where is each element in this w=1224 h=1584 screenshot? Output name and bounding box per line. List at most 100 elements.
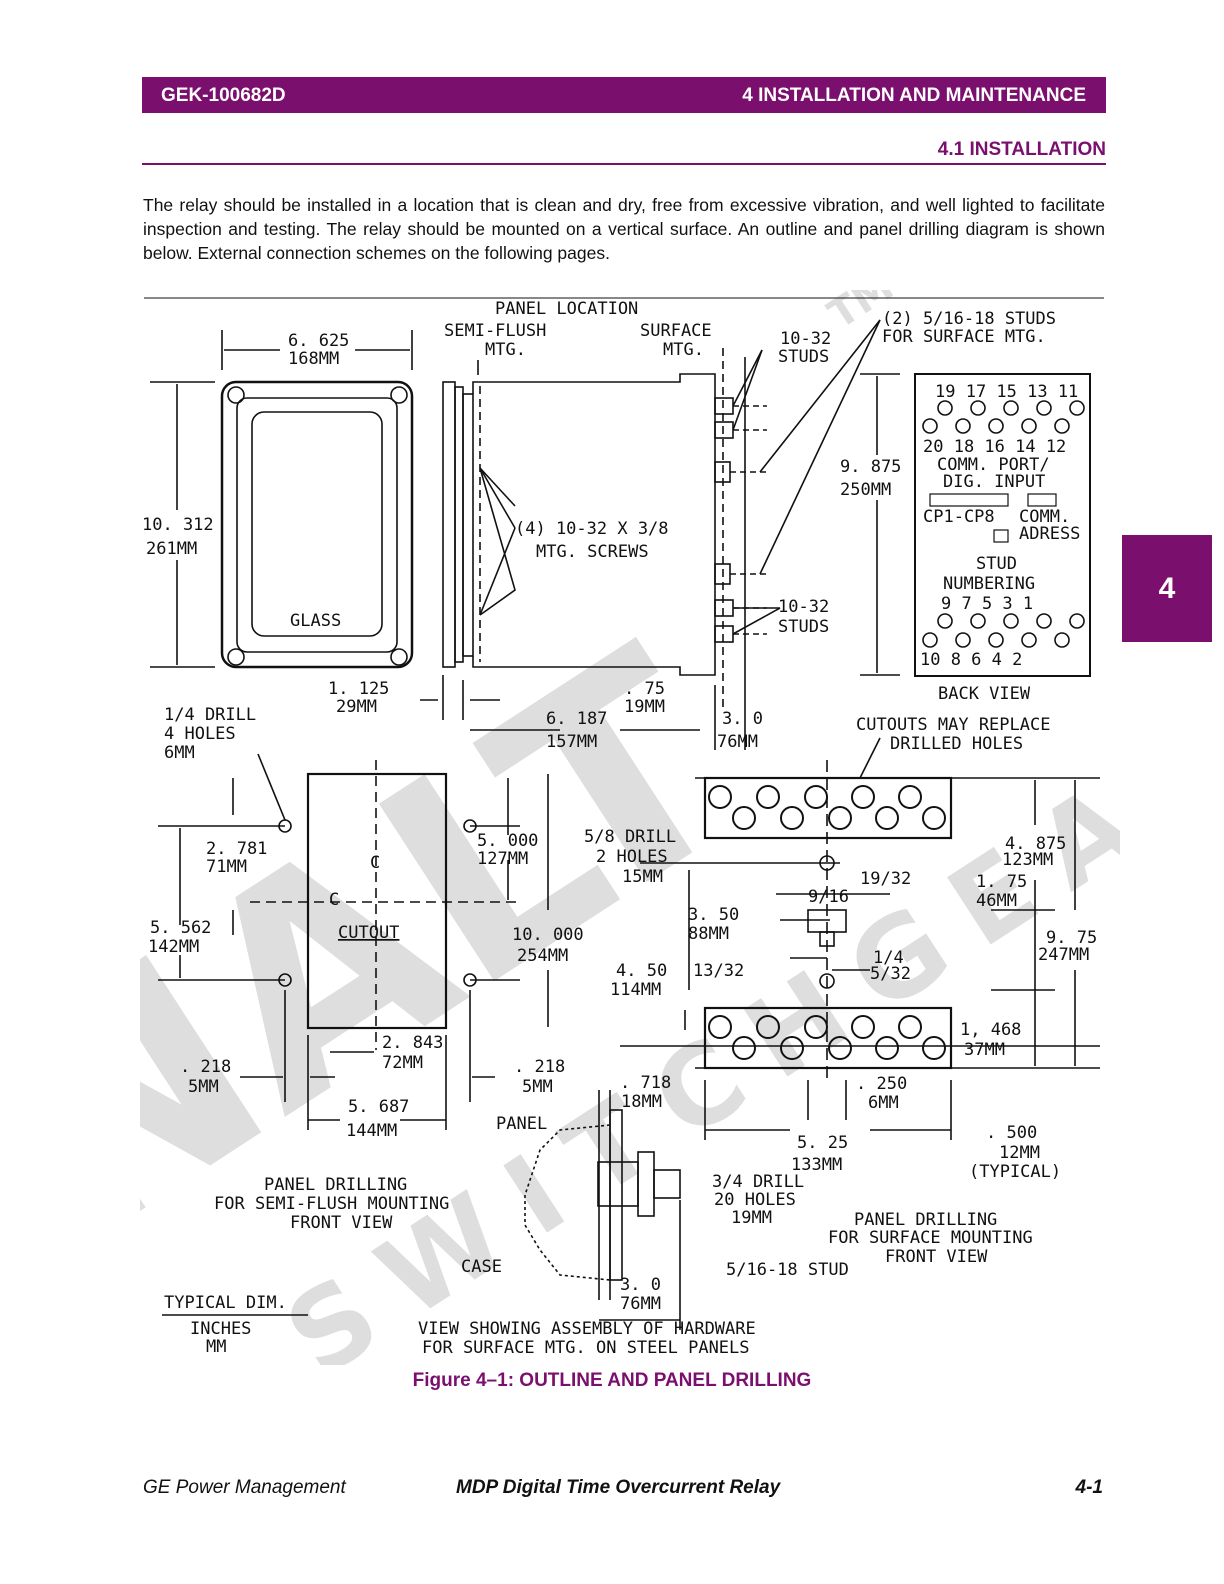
frac-1932: 19/32 bbox=[860, 869, 911, 889]
drill-34-label: 3/4 DRILL bbox=[712, 1172, 804, 1192]
drill-58-mm: 15MM bbox=[622, 867, 663, 887]
dim-075-mm: 19MM bbox=[624, 697, 665, 717]
dim-350-mm: 88MM bbox=[688, 924, 729, 944]
body-paragraph: The relay should be installed in a locat… bbox=[143, 195, 1105, 263]
stud-label: STUD bbox=[976, 554, 1017, 574]
studs-top-label: STUDS bbox=[778, 347, 829, 367]
dim-350: 3. 50 bbox=[688, 905, 739, 925]
dim-5562-mm: 142MM bbox=[148, 937, 199, 957]
frac-14: 1/4 bbox=[873, 948, 904, 968]
front-width: 6. 625 bbox=[288, 331, 349, 351]
studs-top-size: 10-32 bbox=[780, 329, 831, 349]
glass-label: GLASS bbox=[290, 611, 341, 631]
drill-holes bbox=[708, 785, 946, 1060]
frac-1332: 13/32 bbox=[693, 961, 744, 981]
hardware-dim: 3. 0 bbox=[620, 1275, 661, 1295]
drill-34-holes: 20 HOLES bbox=[714, 1190, 796, 1210]
dim-2843: 2. 843 bbox=[382, 1033, 443, 1053]
numbering-label: NUMBERING bbox=[943, 574, 1035, 594]
terminal-row-1: 19 17 15 13 11 bbox=[935, 382, 1078, 402]
dim-250: . 250 bbox=[856, 1074, 907, 1094]
mtg-screws-label-2: MTG. SCREWS bbox=[536, 542, 649, 562]
cutouts-note: CUTOUTS MAY REPLACE bbox=[856, 715, 1050, 735]
drill-label: 1/4 DRILL bbox=[164, 705, 256, 725]
adress-label: ADRESS bbox=[1019, 524, 1080, 544]
surface-mtg-label: MTG. bbox=[663, 340, 704, 360]
dim-2843-mm: 72MM bbox=[382, 1053, 423, 1073]
hardware-dim-mm: 76MM bbox=[620, 1294, 661, 1314]
drill-58-holes: 2 HOLES bbox=[596, 847, 668, 867]
panel-location-label: PANEL LOCATION bbox=[495, 299, 638, 319]
doc-number: GEK-100682D bbox=[161, 85, 286, 106]
drill-34-mm: 19MM bbox=[731, 1208, 772, 1228]
surface-label: SURFACE bbox=[640, 321, 712, 341]
dim-718-mm: 18MM bbox=[621, 1092, 662, 1112]
dim-30: 3. 0 bbox=[722, 709, 763, 729]
dim-500-mm: 12MM bbox=[999, 1143, 1040, 1163]
semi-flush-title-3: FRONT VIEW bbox=[290, 1213, 393, 1233]
surface-studs-label-2: FOR SURFACE MTG. bbox=[882, 327, 1046, 347]
dim-10000: 10. 000 bbox=[512, 925, 584, 945]
dig-input-label: DIG. INPUT bbox=[943, 472, 1045, 492]
terminal-row-4: 10 8 6 4 2 bbox=[920, 650, 1022, 670]
section-title: 4.1 INSTALLATION bbox=[937, 139, 1106, 160]
dim-250-mm: 6MM bbox=[868, 1093, 899, 1113]
legend-mm: MM bbox=[206, 1337, 226, 1357]
dim-218-right-mm: 5MM bbox=[522, 1077, 553, 1097]
dim-175-mm: 46MM bbox=[976, 891, 1017, 911]
dim-1125-mm: 29MM bbox=[336, 697, 377, 717]
dim-1468: 1, 468 bbox=[960, 1020, 1021, 1040]
dim-075: . 75 bbox=[624, 679, 665, 699]
panel-label: PANEL bbox=[496, 1114, 547, 1134]
dim-30-mm: 76MM bbox=[717, 732, 758, 752]
comm-label: COMM. bbox=[1019, 507, 1070, 527]
front-height-mm: 261MM bbox=[146, 539, 197, 559]
semi-flush-label: SEMI-FLUSH bbox=[444, 321, 546, 341]
typical-label: (TYPICAL) bbox=[969, 1162, 1061, 1182]
mtg-screws-label: (4) 10-32 X 3/8 bbox=[515, 519, 669, 539]
side-height: 9. 875 bbox=[840, 457, 901, 477]
dim-5687: 5. 687 bbox=[348, 1097, 409, 1117]
dim-975-mm: 247MM bbox=[1038, 945, 1089, 965]
front-height: 10. 312 bbox=[142, 515, 214, 535]
header-bar: GEK-100682D 4 INSTALLATION AND MAINTENAN… bbox=[142, 77, 1106, 113]
dim-218-left-mm: 5MM bbox=[188, 1077, 219, 1097]
surface-studs-label: (2) 5/16-18 STUDS bbox=[882, 309, 1056, 329]
semi-flush-title-2: FOR SEMI-FLUSH MOUNTING bbox=[214, 1194, 449, 1214]
studs-bottom-label: STUDS bbox=[778, 617, 829, 637]
dim-6187-mm: 157MM bbox=[546, 732, 597, 752]
footer-company: GE Power Management bbox=[143, 1477, 346, 1498]
comm-port-label: COMM. PORT/ bbox=[937, 455, 1050, 475]
chapter-tab: 4 bbox=[1122, 535, 1212, 642]
footer-product: MDP Digital Time Overcurrent Relay bbox=[456, 1477, 781, 1498]
hardware-title-2: FOR SURFACE MTG. ON STEEL PANELS bbox=[422, 1338, 750, 1358]
case-label: CASE bbox=[461, 1257, 502, 1277]
semi-flush-title: PANEL DRILLING bbox=[264, 1175, 407, 1195]
centerline-mark-2: C bbox=[329, 890, 339, 910]
stud-size-label: 5/16-18 STUD bbox=[726, 1260, 849, 1280]
dim-2781-mm: 71MM bbox=[206, 857, 247, 877]
dim-1125: 1. 125 bbox=[328, 679, 389, 699]
dim-5687-mm: 144MM bbox=[346, 1121, 397, 1141]
dim-6187: 6. 187 bbox=[546, 709, 607, 729]
legend-inches: INCHES bbox=[190, 1319, 251, 1339]
cutouts-note-2: DRILLED HOLES bbox=[890, 734, 1023, 754]
frac-532: 5/32 bbox=[870, 964, 911, 984]
dim-450: 4. 50 bbox=[616, 961, 667, 981]
dim-525: 5. 25 bbox=[797, 1133, 848, 1153]
cutout-label: CUTOUT bbox=[338, 923, 399, 943]
side-height-mm: 250MM bbox=[840, 480, 891, 500]
frac-916: 9/16 bbox=[808, 887, 849, 907]
back-view-title: BACK VIEW bbox=[938, 684, 1031, 704]
surface-title: PANEL DRILLING bbox=[854, 1210, 997, 1230]
drill-holes-label: 4 HOLES bbox=[164, 724, 236, 744]
terminal-circles bbox=[922, 400, 1085, 648]
legend-title: TYPICAL DIM. bbox=[164, 1293, 287, 1313]
chapter-title: 4 INSTALLATION AND MAINTENANCE bbox=[742, 85, 1086, 106]
front-width-mm: 168MM bbox=[288, 349, 339, 369]
drill-58-label: 5/8 DRILL bbox=[584, 827, 676, 847]
section-divider bbox=[142, 163, 1106, 165]
studs-bottom-size: 10-32 bbox=[778, 597, 829, 617]
dim-5562: 5. 562 bbox=[150, 918, 211, 938]
dim-218-left: . 218 bbox=[180, 1057, 231, 1077]
